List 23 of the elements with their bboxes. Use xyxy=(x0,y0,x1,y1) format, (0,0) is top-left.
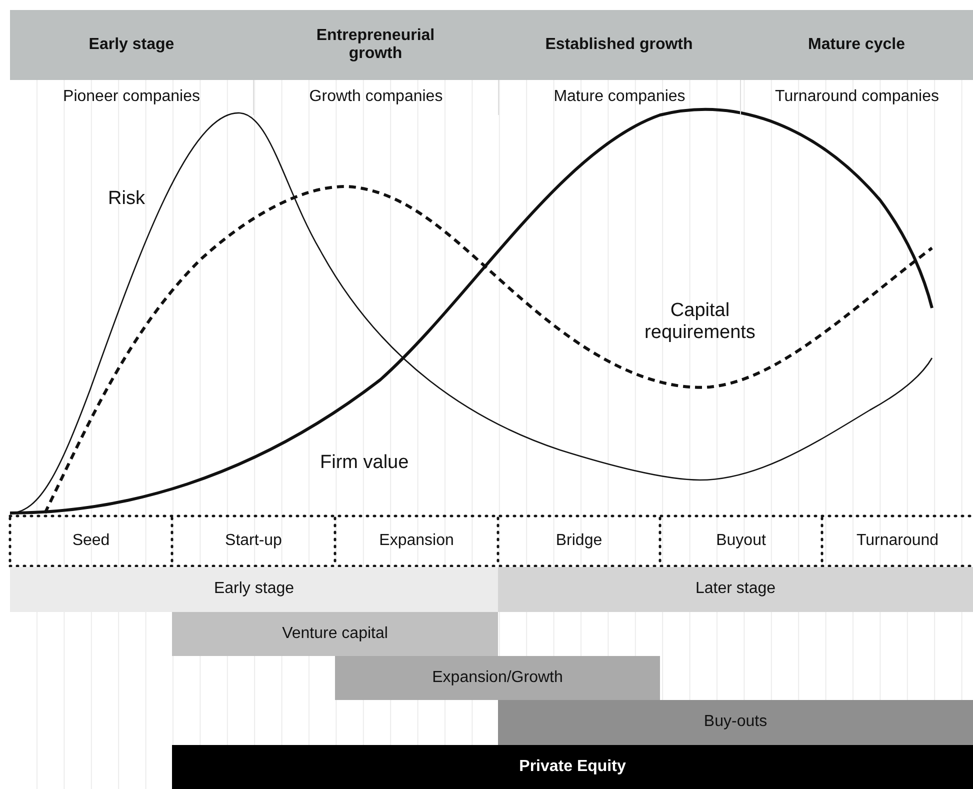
company-type-cell: Turnaround companies xyxy=(740,80,973,115)
company-type-cell: Pioneer companies xyxy=(10,80,253,115)
stage-cell: Seed xyxy=(10,517,172,565)
financing-band: Venture capital xyxy=(172,612,498,656)
curve-label: Capital requirements xyxy=(644,300,756,344)
curve-label: Risk xyxy=(108,188,145,210)
company-type-cell: Mature companies xyxy=(498,80,740,115)
company-type-cell: Growth companies xyxy=(253,80,498,115)
financing-band: Private Equity xyxy=(172,745,973,789)
stage-header: Early stage xyxy=(10,10,253,80)
stage-header: Established growth xyxy=(498,10,740,80)
financing-band: Early stage xyxy=(10,567,498,612)
stage-header: Entrepreneurial growth xyxy=(253,10,498,80)
financing-band: Expansion/Growth xyxy=(335,656,660,700)
stage-header: Mature cycle xyxy=(740,10,973,80)
financing-band: Buy-outs xyxy=(498,700,973,745)
financing-band: Later stage xyxy=(498,567,973,612)
curve-label: Firm value xyxy=(320,452,409,474)
stage-cell: Start-up xyxy=(172,517,335,565)
stage-cell: Turnaround xyxy=(822,517,973,565)
stage-cell: Bridge xyxy=(498,517,660,565)
stage-cell: Expansion xyxy=(335,517,498,565)
stage-cell: Buyout xyxy=(660,517,822,565)
